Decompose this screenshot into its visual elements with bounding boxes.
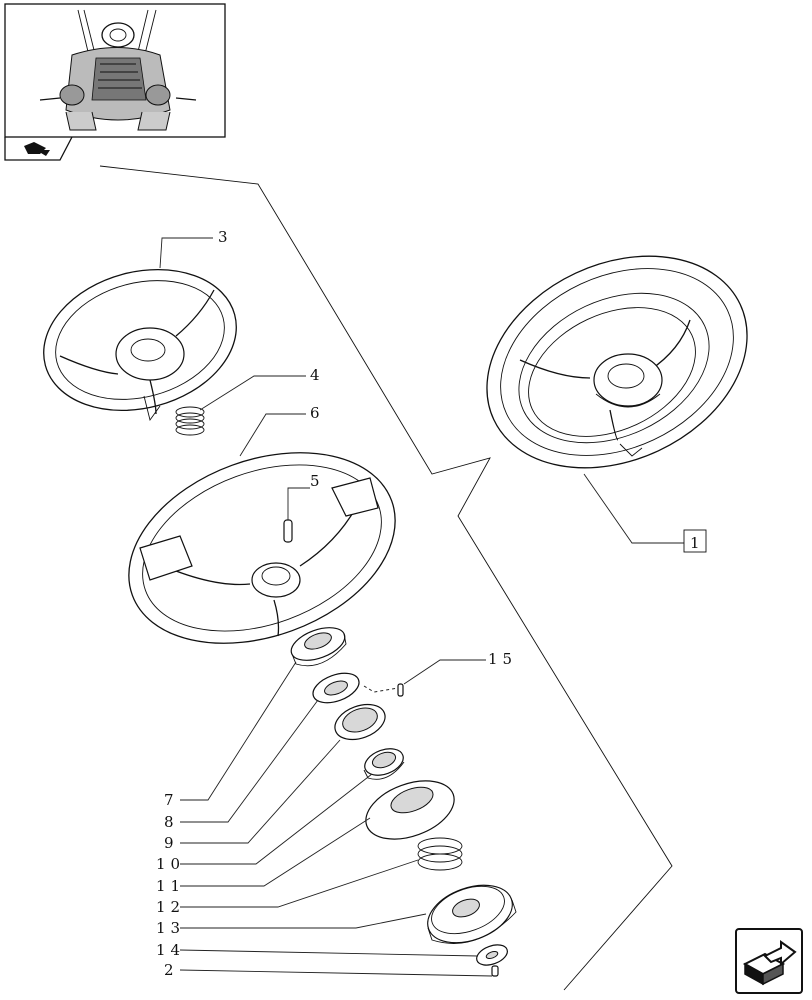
disc-part-11: [365, 780, 455, 840]
hub-plate-part-13: [427, 884, 517, 944]
screw-part-15: [363, 683, 404, 697]
ref-14: 14: [156, 941, 185, 959]
screw-part-2: [491, 965, 499, 977]
ref-6: 6: [310, 404, 325, 422]
steering-wheel-assembly: [486, 255, 748, 469]
ref-3: 3: [218, 228, 233, 246]
tractor-cab-thumbnail: [4, 3, 226, 161]
ref-1-box: [683, 529, 707, 553]
section-arrow-icon: [24, 142, 50, 156]
ref-7: 7: [164, 791, 179, 809]
ref-13: 13: [156, 919, 185, 937]
plate-part-8: [312, 672, 360, 704]
steering-wheel-upper: [43, 268, 237, 422]
ref-9: 9: [164, 834, 179, 852]
spring-part-12: [417, 837, 463, 871]
next-page-arrow-icon: [742, 940, 797, 986]
ref-15: 15: [488, 650, 517, 668]
ref-10: 10: [156, 855, 185, 873]
ref-5: 5: [310, 472, 325, 490]
cover-part-7: [290, 627, 347, 667]
steering-wheel-lower: [128, 452, 396, 644]
plate-part-14: [476, 944, 508, 966]
spring-part-4: [175, 406, 205, 436]
next-page-button[interactable]: [735, 928, 803, 994]
ref-4: 4: [310, 366, 325, 384]
exploded-view-boundary: [99, 165, 673, 991]
pin-part-5: [283, 519, 293, 543]
ref-1: 1: [690, 534, 705, 552]
ref-12: 12: [156, 898, 185, 916]
ref-8: 8: [164, 813, 179, 831]
bushing-part-10: [363, 748, 405, 780]
leader-lines: [159, 237, 684, 977]
ring-part-9: [334, 703, 386, 741]
ref-11: 11: [156, 877, 185, 895]
ref-2: 2: [164, 961, 179, 979]
